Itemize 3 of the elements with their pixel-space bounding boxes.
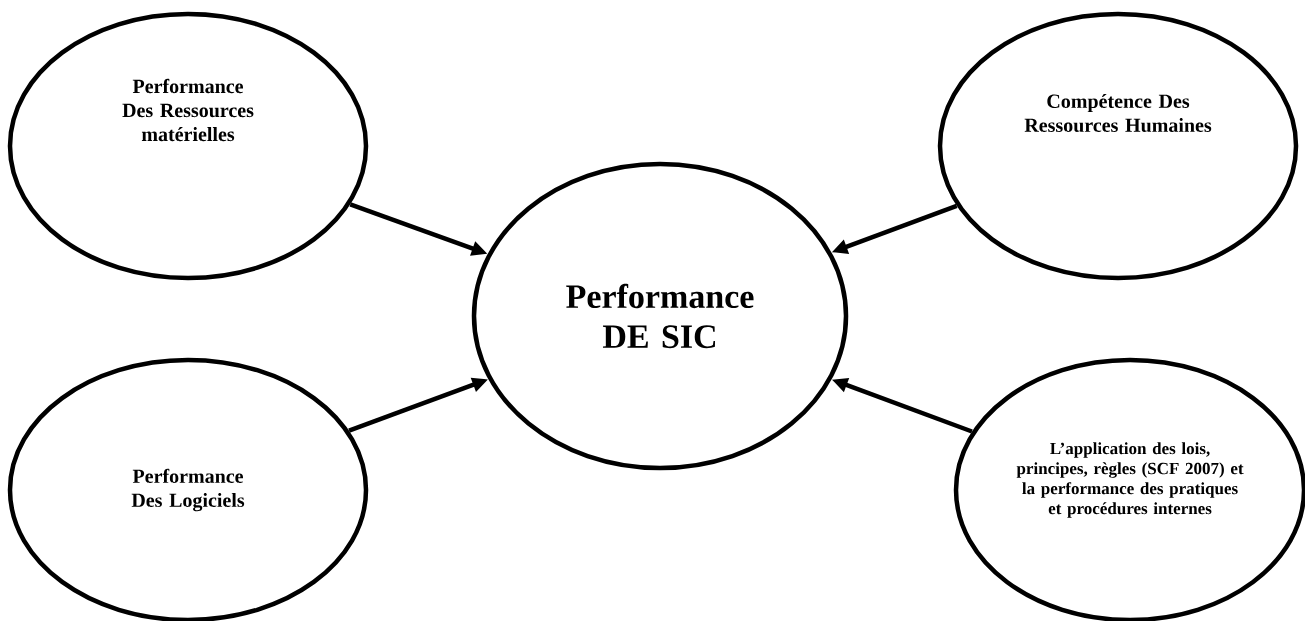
ellipse-node: Compétence Des Ressources Humaines — [937, 11, 1299, 281]
ellipse-node: Performance DE SIC — [471, 161, 849, 471]
ellipse-node: Performance Des Ressources matérielles — [7, 11, 369, 281]
